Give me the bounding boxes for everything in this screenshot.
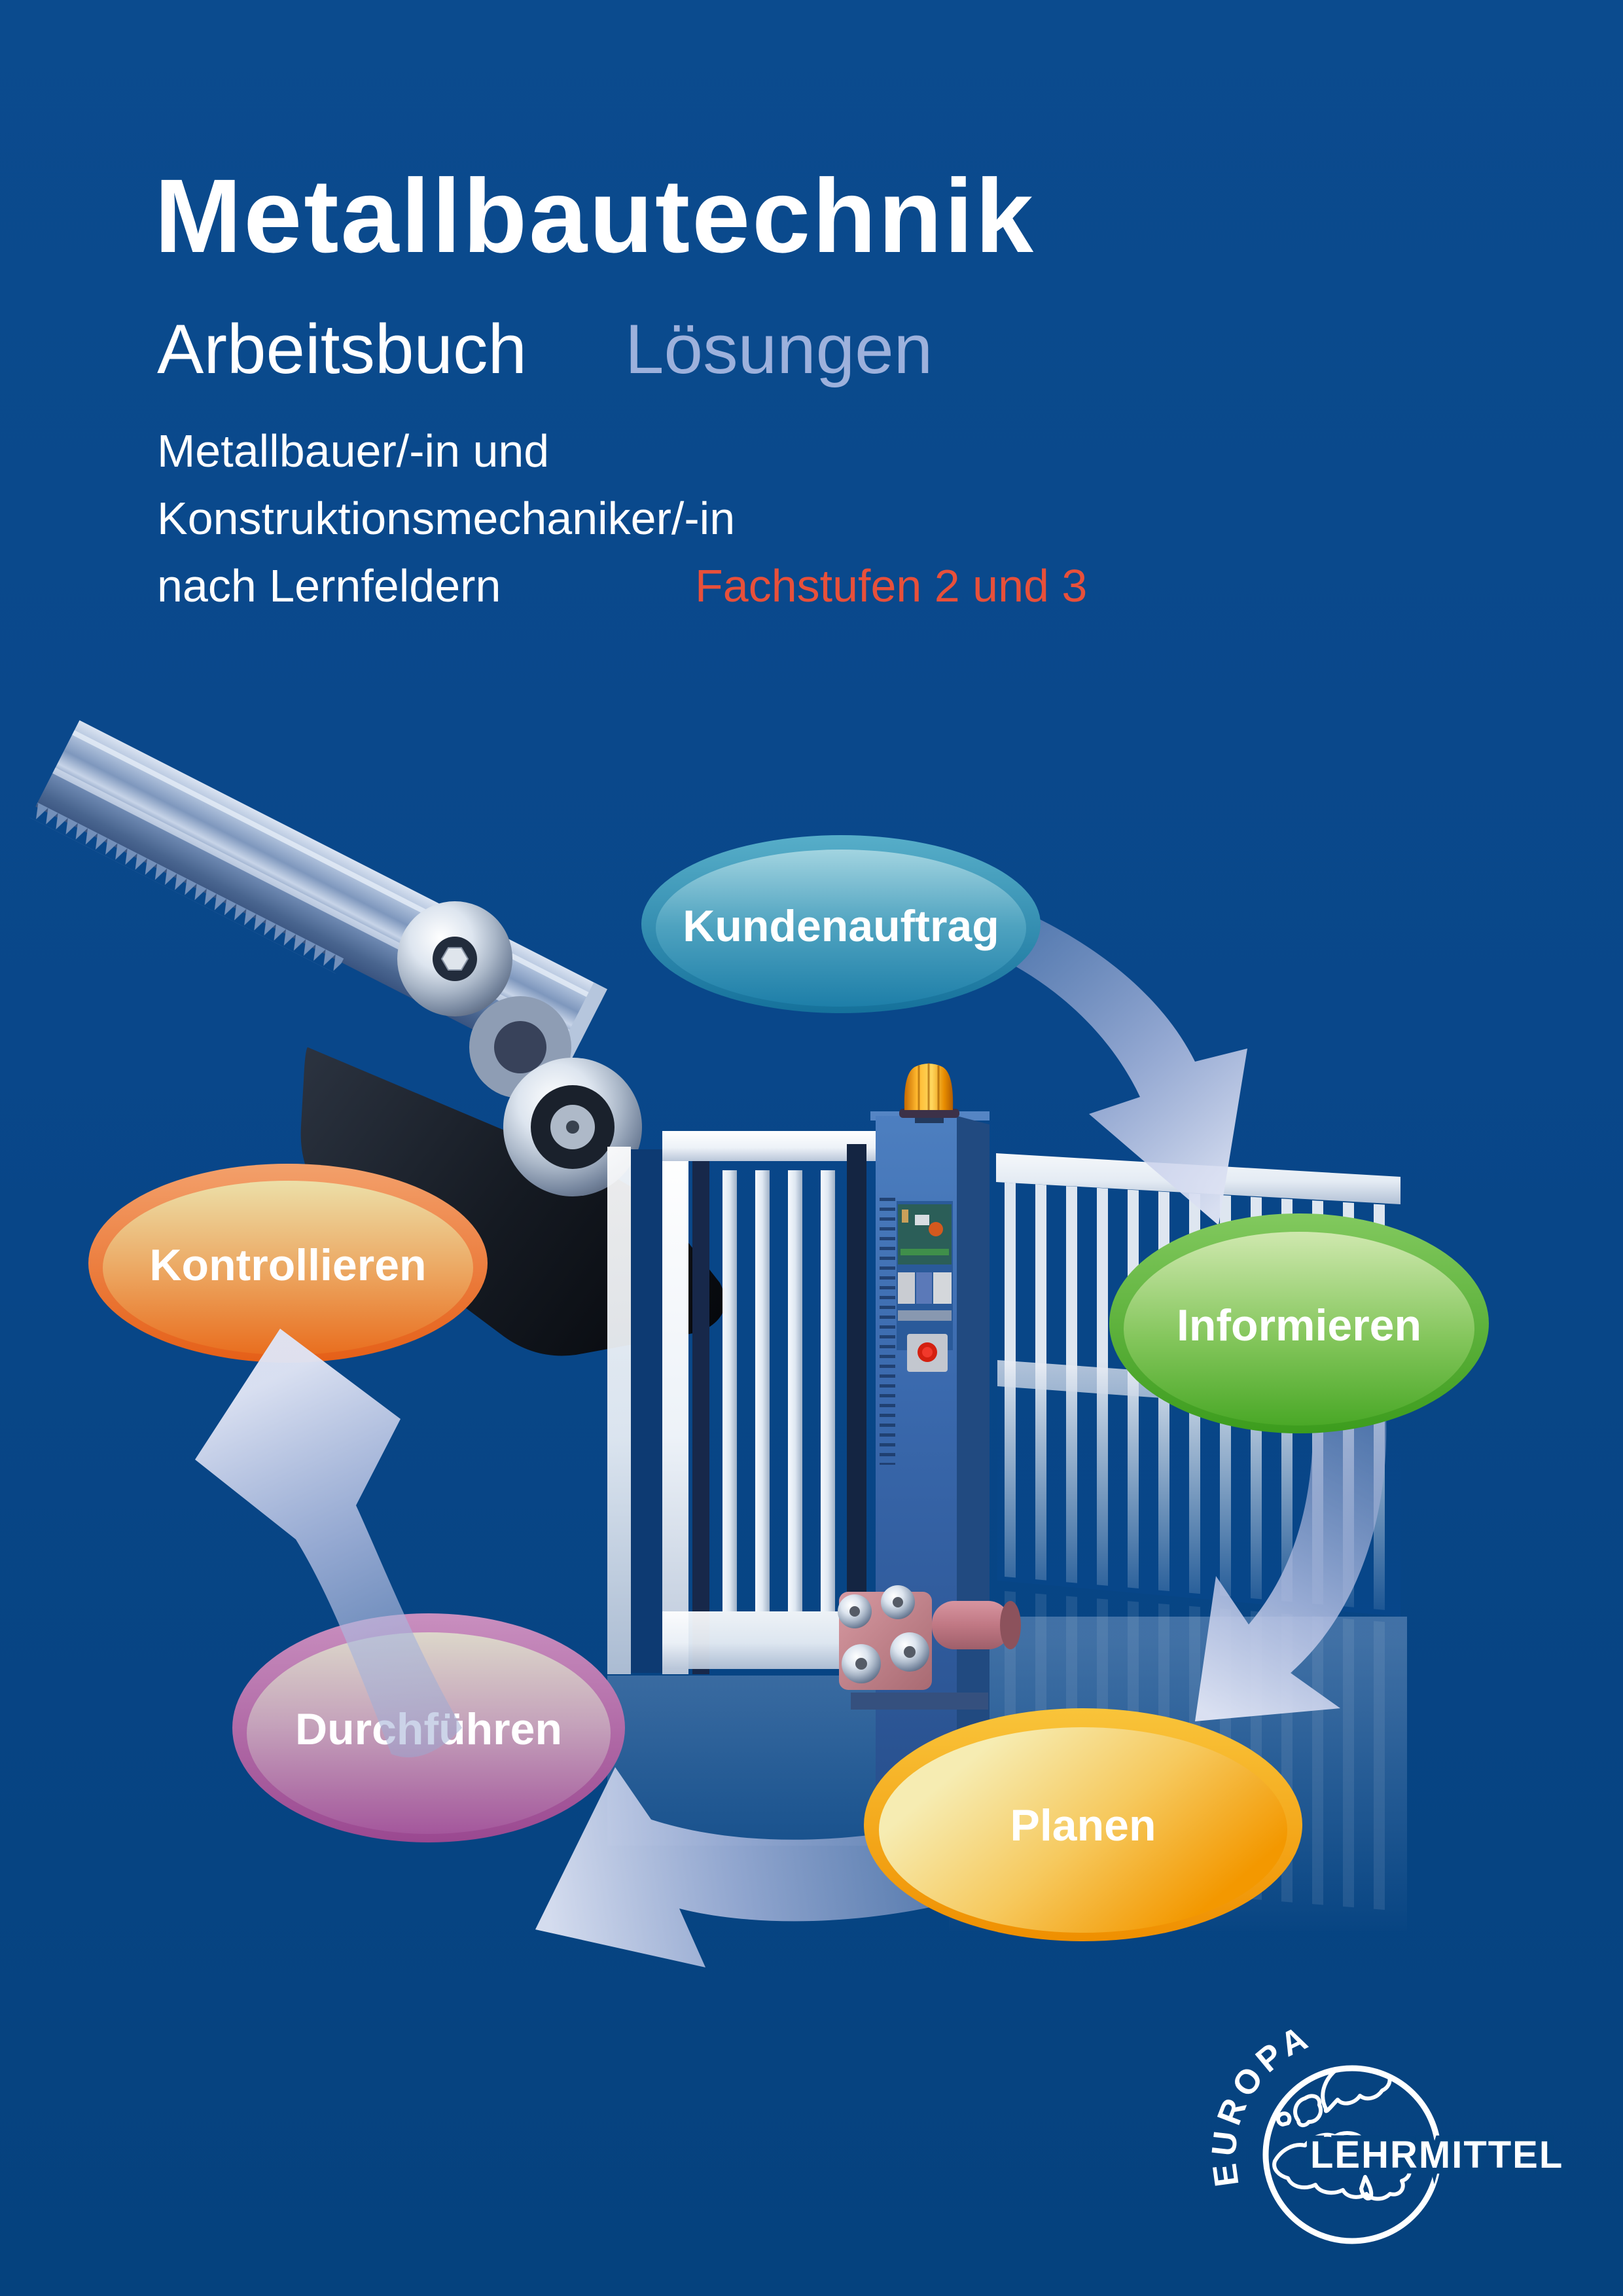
cycle-node-label: Kundenauftrag [683, 901, 999, 951]
publisher-name-main: LEHRMITTEL [1310, 2134, 1563, 2176]
audience-line-1: Metallbauer/-in und [157, 425, 550, 476]
cycle-node-kundenauftrag: Kundenauftrag [641, 835, 1041, 1013]
cycle-node-label: Planen [1010, 1801, 1156, 1850]
cycle-node-label: Kontrollieren [149, 1240, 426, 1290]
audience-line-3-text: nach Lernfeldern [157, 560, 501, 611]
book-title: Metallbautechnik [154, 157, 1036, 274]
book-subtitle-row: Arbeitsbuch Lösungen [157, 309, 933, 389]
audience-block: Metallbauer/-in und Konstruktionsmechani… [157, 418, 1087, 620]
cycle-node-label: Informieren [1177, 1300, 1421, 1350]
cycle-node-planen: Planen [864, 1708, 1302, 1941]
arrow-durchfuehren-kontrollieren [195, 1329, 462, 1757]
publisher-name-arc: EUROPA [1205, 2017, 1318, 2189]
arrow-planen-durchfuehren [535, 1767, 1024, 1967]
audience-line-3: nach Lernfeldern Fachstufen 2 und 3 [157, 552, 1087, 620]
europe-globe-icon [1262, 2065, 1442, 2244]
arrow-informieren-planen [1195, 1393, 1387, 1721]
process-cycle-diagram: Kundenauftrag Informieren Planen Durchfü… [88, 835, 1489, 1967]
cycle-node-kontrollieren: Kontrollieren [88, 1164, 488, 1363]
book-edition: Lösungen [625, 310, 933, 388]
cycle-node-informieren: Informieren [1109, 1213, 1489, 1433]
warning-beacon-icon [899, 1063, 959, 1123]
arrow-kundenauftrag-informieren [941, 885, 1247, 1225]
publisher-logo: EUROPA LEHRMITTEL [1205, 2017, 1568, 2244]
fachstufen-label: Fachstufen 2 und 3 [695, 560, 1088, 611]
audience-line-2: Konstruktionsmechaniker/-in [157, 493, 736, 544]
book-series: Arbeitsbuch [157, 310, 527, 388]
